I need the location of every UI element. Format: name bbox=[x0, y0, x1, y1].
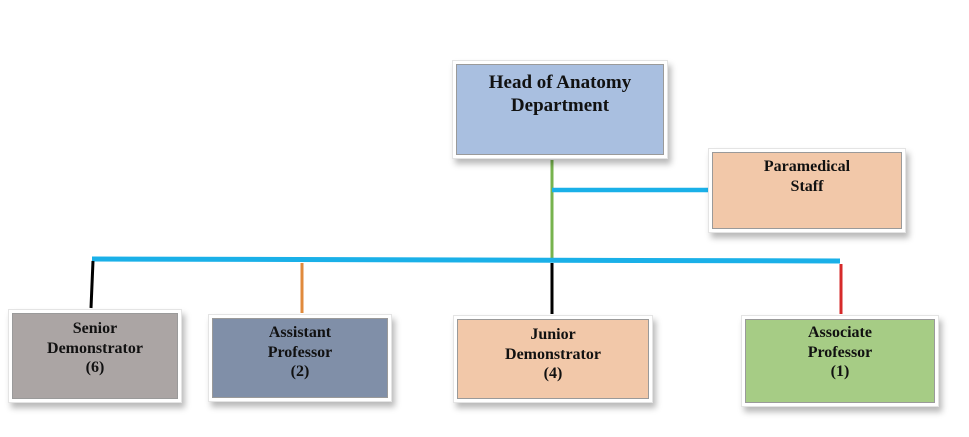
assistant-line1: Assistant bbox=[268, 324, 332, 341]
main-horizontal-bus bbox=[91, 256, 841, 264]
junior-demonstrator-box: Junior Demonstrator (4) bbox=[454, 316, 652, 402]
junior-line2: Demonstrator bbox=[505, 345, 601, 363]
junior-count: (4) bbox=[543, 365, 563, 383]
paramedical-line1: Paramedical bbox=[763, 158, 851, 175]
associate-count: (1) bbox=[830, 363, 850, 381]
senior-line1: Senior bbox=[72, 320, 118, 337]
associate-professor-box: Associate Professor (1) bbox=[742, 316, 938, 406]
head-line2: Department bbox=[510, 95, 610, 117]
paramedical-staff-box: Paramedical Staff bbox=[709, 149, 905, 232]
associate-line2: Professor bbox=[807, 343, 873, 361]
paramedical-line2: Staff bbox=[790, 177, 824, 195]
junior-line1: Junior bbox=[530, 326, 576, 343]
assistant-line2: Professor bbox=[267, 343, 333, 361]
senior-count: (6) bbox=[85, 359, 105, 377]
assistant-professor-box: Assistant Professor (2) bbox=[209, 315, 391, 401]
head-of-department-box: Head of Anatomy Department bbox=[453, 61, 667, 158]
senior-demonstrator-box: Senior Demonstrator (6) bbox=[9, 310, 181, 402]
assistant-count: (2) bbox=[290, 363, 310, 381]
senior-line2: Demonstrator bbox=[47, 339, 143, 357]
head-line1: Head of Anatomy bbox=[488, 72, 632, 93]
senior-stem-line bbox=[89, 260, 95, 309]
associate-line1: Associate bbox=[808, 324, 872, 341]
